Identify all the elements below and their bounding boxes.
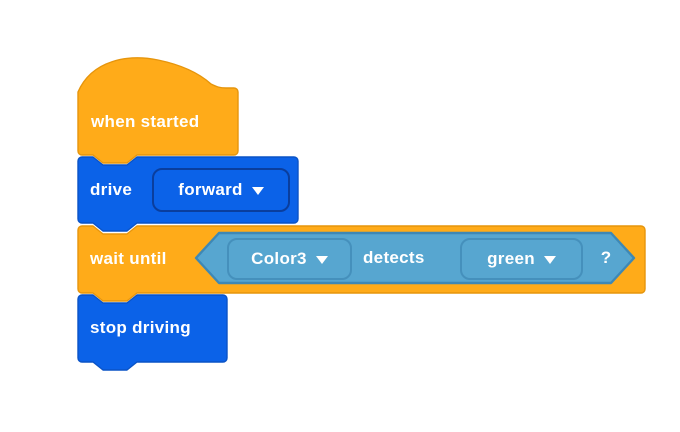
chevron-down-icon xyxy=(315,256,328,264)
condition-color-value: green xyxy=(487,249,535,268)
drive-direction-dropdown[interactable]: forward xyxy=(152,168,290,212)
drive-direction-value: forward xyxy=(178,180,243,199)
condition-color-dropdown[interactable]: green xyxy=(460,238,583,280)
detects-label: detects xyxy=(363,248,425,267)
condition-question-mark: ? xyxy=(600,248,612,267)
wait-until-label: wait until xyxy=(90,249,167,268)
condition-device-dropdown[interactable]: Color3 xyxy=(227,238,352,280)
chevron-down-icon xyxy=(543,256,556,264)
drive-label: drive xyxy=(90,180,133,199)
when-started-label: when started xyxy=(91,112,200,131)
stop-driving-label: stop driving xyxy=(90,318,191,337)
when-started-hat-shape[interactable] xyxy=(77,57,239,164)
chevron-down-icon xyxy=(251,187,264,195)
condition-device-value: Color3 xyxy=(251,249,307,268)
stop-driving-block-shape[interactable] xyxy=(77,294,228,371)
